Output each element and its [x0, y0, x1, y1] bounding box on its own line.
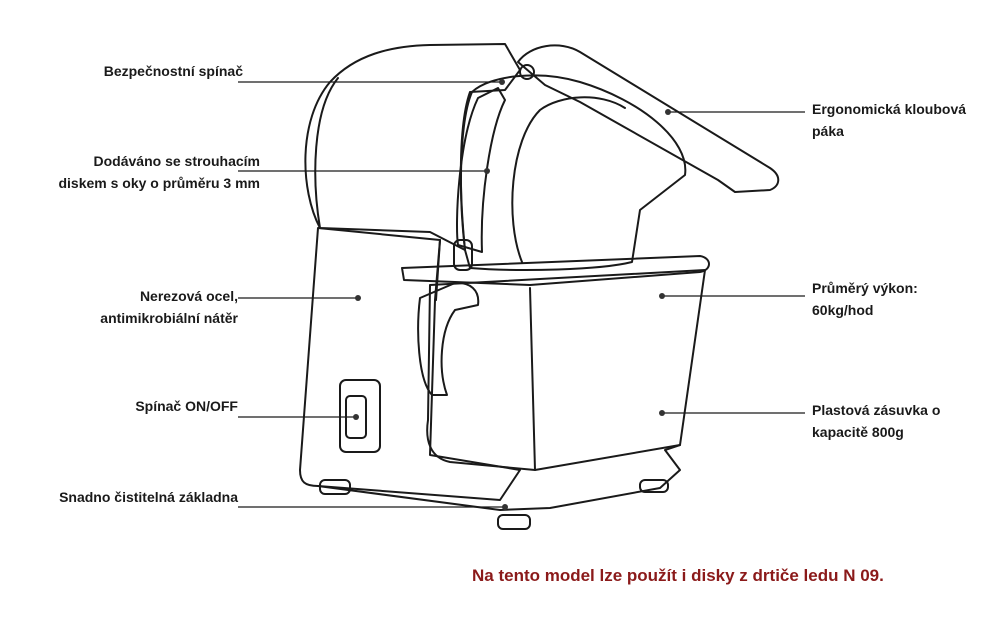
leader-dot-drawer — [659, 410, 665, 416]
drum-rim — [314, 77, 339, 229]
leader-dot-base — [502, 504, 508, 510]
safety-latch — [456, 87, 506, 253]
label-easy-clean-base: Snadno čistitelná základna — [59, 489, 238, 505]
base — [317, 444, 681, 511]
leader-dot-steel — [355, 295, 361, 301]
top-plate — [401, 255, 710, 286]
onoff-housing — [339, 379, 381, 453]
drum-housing — [304, 43, 521, 251]
label-plastic-drawer: Plastová zásuvka o kapacitě 800g — [812, 402, 941, 440]
drawer-handle — [417, 281, 480, 396]
hopper-inner — [511, 96, 626, 263]
leader-dot-safety-switch — [499, 79, 505, 85]
lever-pivot — [519, 64, 535, 80]
foot-mid — [497, 514, 531, 530]
latch-knob — [453, 239, 473, 271]
foot-right — [639, 479, 669, 493]
leader-dot-disk — [484, 168, 490, 174]
hopper-cover — [459, 74, 687, 271]
body-housing — [299, 227, 521, 501]
leader-dot-output — [659, 293, 665, 299]
lever-arm — [517, 44, 780, 193]
label-onoff-switch: Spínač ON/OFF — [135, 398, 238, 414]
label-average-output: Průměrý výkon: 60kg/hod — [812, 280, 918, 318]
label-stainless-steel: Nerezová ocel, antimikrobiální nátěr — [100, 288, 238, 326]
foot-left — [319, 479, 351, 495]
label-safety-switch: Bezpečnostní spínač — [103, 63, 243, 79]
drawer-front — [529, 287, 536, 471]
label-grating-disk: Dodáváno se strouhacím diskem s oky o pr… — [58, 153, 260, 191]
compatibility-note: Na tento model lze použít i disky z drti… — [472, 566, 884, 585]
leader-dot-onoff — [353, 414, 359, 420]
leader-dot-lever — [665, 109, 671, 115]
drawer — [426, 269, 706, 471]
label-ergonomic-lever: Ergonomická kloubová páka — [812, 101, 967, 139]
